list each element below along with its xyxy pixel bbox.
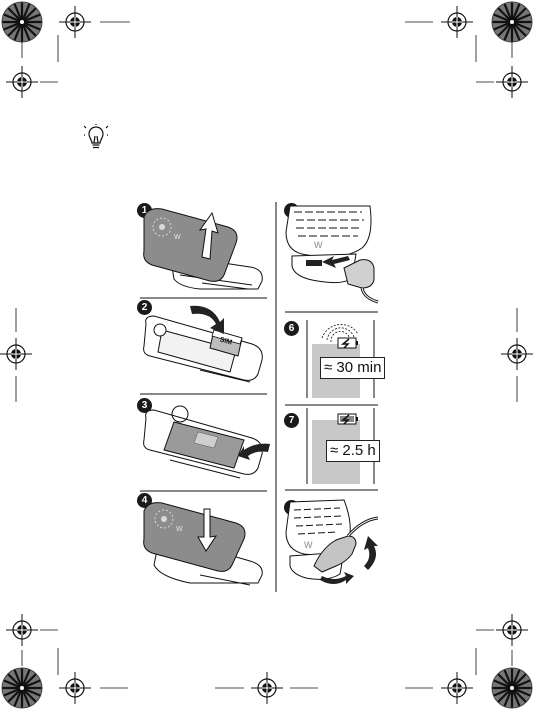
step-3-illustration bbox=[140, 398, 270, 488]
step-1-illustration: W bbox=[140, 205, 268, 293]
step-8-illustration: W bbox=[282, 496, 378, 590]
charge-time-label: ≈ 30 min bbox=[320, 357, 385, 379]
svg-text:W: W bbox=[176, 526, 183, 533]
step-2-illustration: SIM bbox=[140, 300, 268, 392]
step-5-illustration: W bbox=[282, 202, 382, 308]
svg-text:W: W bbox=[174, 234, 181, 241]
svg-text:W: W bbox=[304, 540, 313, 550]
step-number-6: 6 bbox=[284, 321, 299, 336]
full-charge-time-label: ≈ 2.5 h bbox=[326, 440, 380, 462]
step-number-7: 7 bbox=[284, 413, 299, 428]
svg-text:W: W bbox=[314, 240, 323, 250]
step-4-illustration: W bbox=[140, 495, 268, 587]
